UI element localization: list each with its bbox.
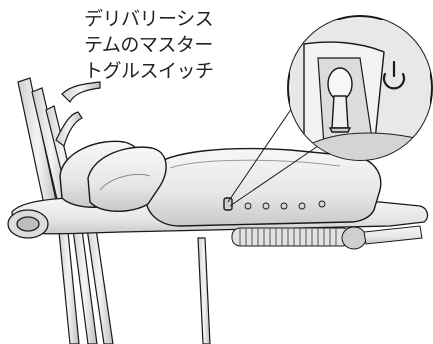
- handpiece-hoses: [57, 221, 211, 344]
- coiled-hose: [231, 225, 423, 250]
- power-symbol-icon: [382, 60, 406, 90]
- callout-line-2: テムのマスター: [84, 34, 213, 56]
- callout-line-3: トグルスイッチ: [84, 60, 214, 82]
- callout-line-1: デリバリーシス: [84, 8, 214, 30]
- master-toggle-switch-location: [223, 197, 233, 211]
- delivery-body: [145, 147, 382, 227]
- handpiece-cradles: [59, 140, 167, 212]
- callout-label: デリバリーシス テムのマスター トグルスイッチ: [84, 6, 284, 84]
- toggle-switch-icon: [327, 67, 353, 133]
- zoom-detail-circle: [287, 15, 433, 161]
- callout-leader-lines: [227, 101, 319, 207]
